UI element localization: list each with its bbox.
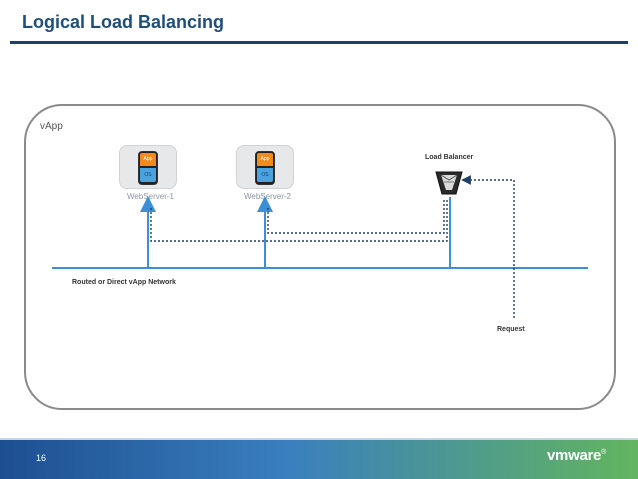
vmware-logo: vmware® <box>547 447 606 464</box>
vm-icon: App OS <box>255 151 275 185</box>
network-label: Routed or Direct vApp Network <box>72 279 176 286</box>
title-divider <box>10 41 628 44</box>
vm-icon: App OS <box>138 151 158 185</box>
footer-bar <box>0 440 638 479</box>
vapp-container <box>24 104 616 410</box>
lb-to-webserver-1-path <box>150 200 448 242</box>
webserver-2-box: App OS <box>236 145 294 189</box>
app-layer: App <box>140 153 156 166</box>
os-layer: OS <box>257 168 273 182</box>
request-label: Request <box>497 326 525 333</box>
logo-text: vmware <box>547 447 602 464</box>
slide-title: Logical Load Balancing <box>22 12 225 32</box>
webserver-1-box: App OS <box>119 145 177 189</box>
load-balancer-label: Load Balancer <box>425 154 474 161</box>
footer-divider <box>0 438 638 440</box>
os-layer: OS <box>140 168 156 182</box>
logo-trademark: ® <box>601 449 606 456</box>
page-number: 16 <box>36 453 47 463</box>
vapp-label: vApp <box>40 121 63 132</box>
request-path <box>461 175 515 318</box>
app-layer: App <box>257 153 273 166</box>
load-balancer-icon <box>435 171 463 195</box>
lb-to-webserver-2-path <box>267 200 445 234</box>
